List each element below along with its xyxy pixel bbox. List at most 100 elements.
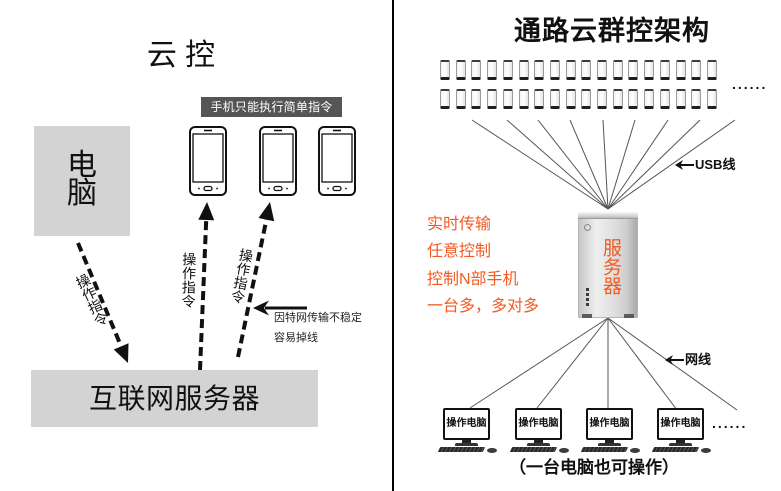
operator-computer: 操作电脑: [580, 408, 646, 454]
small-phone-icon: [691, 89, 702, 109]
small-phone-icon: [549, 89, 560, 109]
network-cable: [536, 317, 609, 409]
more-computers-ellipsis: ......: [712, 415, 748, 431]
server-led-icon: [586, 298, 589, 301]
note-pointer-arrow: [253, 300, 307, 316]
monitor-stand: [605, 440, 614, 444]
small-phone-icon: [455, 60, 466, 80]
arrowhead-icon: [198, 202, 215, 221]
small-phone-icon: [644, 60, 655, 80]
arrowhead-icon: [113, 343, 129, 363]
server-foot: [582, 314, 592, 318]
mouse-icon: [630, 448, 640, 453]
small-phone-icon: [628, 89, 639, 109]
right-panel-title: 通路云群控架构: [514, 16, 710, 46]
monitor-base: [669, 443, 692, 446]
monitor-stand: [462, 440, 471, 444]
network-pointer-arrow: [665, 355, 684, 365]
small-phone-icon: [675, 89, 686, 109]
usb-cable-label: USB线: [695, 157, 736, 172]
phone-icon: [318, 126, 356, 196]
small-phone-icon: [612, 89, 623, 109]
small-phone-icon: [659, 60, 670, 80]
small-phone-icon: [675, 60, 686, 80]
monitor-base: [598, 443, 621, 446]
server-foot: [624, 314, 634, 318]
small-phone-icon: [597, 89, 607, 109]
small-phone-icon: [471, 89, 482, 109]
small-phone-icon: [471, 60, 482, 80]
instability-note-line-1: 因特网传输不稳定: [274, 312, 362, 324]
small-phone-icon: [487, 60, 498, 80]
network-cable-label: 网线: [685, 352, 712, 367]
usb-cable: [607, 119, 736, 210]
server-led-icon: [586, 288, 589, 291]
small-phone-icon: [534, 60, 545, 80]
small-phone-icon: [628, 60, 639, 80]
small-phone-icon: [565, 60, 576, 80]
usb-cable: [607, 119, 669, 210]
internet-server-box: 互联网服务器: [31, 370, 318, 427]
monitor-base: [455, 443, 478, 446]
feature-item: 一台多，多对多: [427, 298, 540, 315]
arrow-left-icon: [665, 355, 673, 365]
small-phone-icon: [597, 60, 607, 80]
operator-computer: 操作电脑: [437, 408, 503, 454]
usb-cable: [607, 119, 701, 210]
small-phone-icon: [706, 60, 717, 80]
computer-box: 电 脑: [34, 126, 130, 236]
arrow-label-phone-1: 操作指令: [180, 251, 198, 309]
small-phone-icon: [440, 89, 450, 109]
more-phones-ellipsis: ......: [732, 76, 768, 92]
arrow-left-icon: [675, 160, 683, 170]
small-phone-icon: [440, 60, 450, 80]
monitor-base: [527, 443, 550, 446]
usb-cable: [537, 119, 609, 210]
small-phone-icon: [612, 60, 623, 80]
phone-grid: [440, 60, 725, 112]
computer-box-text-2: 脑: [67, 177, 97, 210]
small-phone-icon: [644, 89, 655, 109]
mouse-icon: [487, 448, 497, 453]
monitor-stand: [676, 440, 685, 444]
small-phone-icon: [691, 60, 702, 80]
server-tower-icon: 服务器: [578, 212, 638, 318]
small-phone-icon: [581, 89, 592, 109]
keyboard-icon: [437, 447, 486, 452]
arrow-left-icon: [253, 300, 269, 316]
computer-box-text-1: 电: [67, 149, 97, 182]
small-phone-icon: [518, 89, 529, 109]
network-cable: [607, 317, 678, 411]
keyboard-icon: [651, 447, 700, 452]
arrow-server-to-phone-1: [198, 202, 215, 371]
feature-item: 任意控制: [427, 243, 492, 260]
operator-computer: 操作电脑: [651, 408, 717, 454]
server-top-panel: [578, 212, 638, 219]
network-cables: [469, 317, 738, 411]
small-phone-icon: [706, 89, 717, 109]
monitor-icon: 操作电脑: [443, 408, 490, 440]
server-label: 服务器: [600, 238, 621, 295]
network-cable: [469, 317, 609, 409]
server-led-icon: [586, 303, 589, 306]
computer-label: 操作电脑: [518, 418, 559, 429]
small-phone-icon: [549, 60, 560, 80]
usb-cable: [607, 119, 636, 210]
computer-label: 操作电脑: [589, 418, 630, 429]
feature-item: 控制N部手机: [427, 271, 519, 288]
small-phone-icon: [659, 89, 670, 109]
feature-item: 实时传输: [427, 216, 492, 233]
usb-cables: [471, 119, 736, 210]
usb-cable: [471, 119, 609, 210]
small-phone-icon: [565, 89, 576, 109]
computer-label: 操作电脑: [660, 418, 701, 429]
dashed-arrow-line: [76, 242, 123, 347]
usb-cable: [506, 119, 609, 210]
mouse-icon: [701, 448, 711, 453]
small-phone-icon: [487, 89, 498, 109]
keyboard-icon: [509, 447, 558, 452]
monitor-icon: 操作电脑: [515, 408, 562, 440]
phone-icon: [259, 126, 297, 196]
